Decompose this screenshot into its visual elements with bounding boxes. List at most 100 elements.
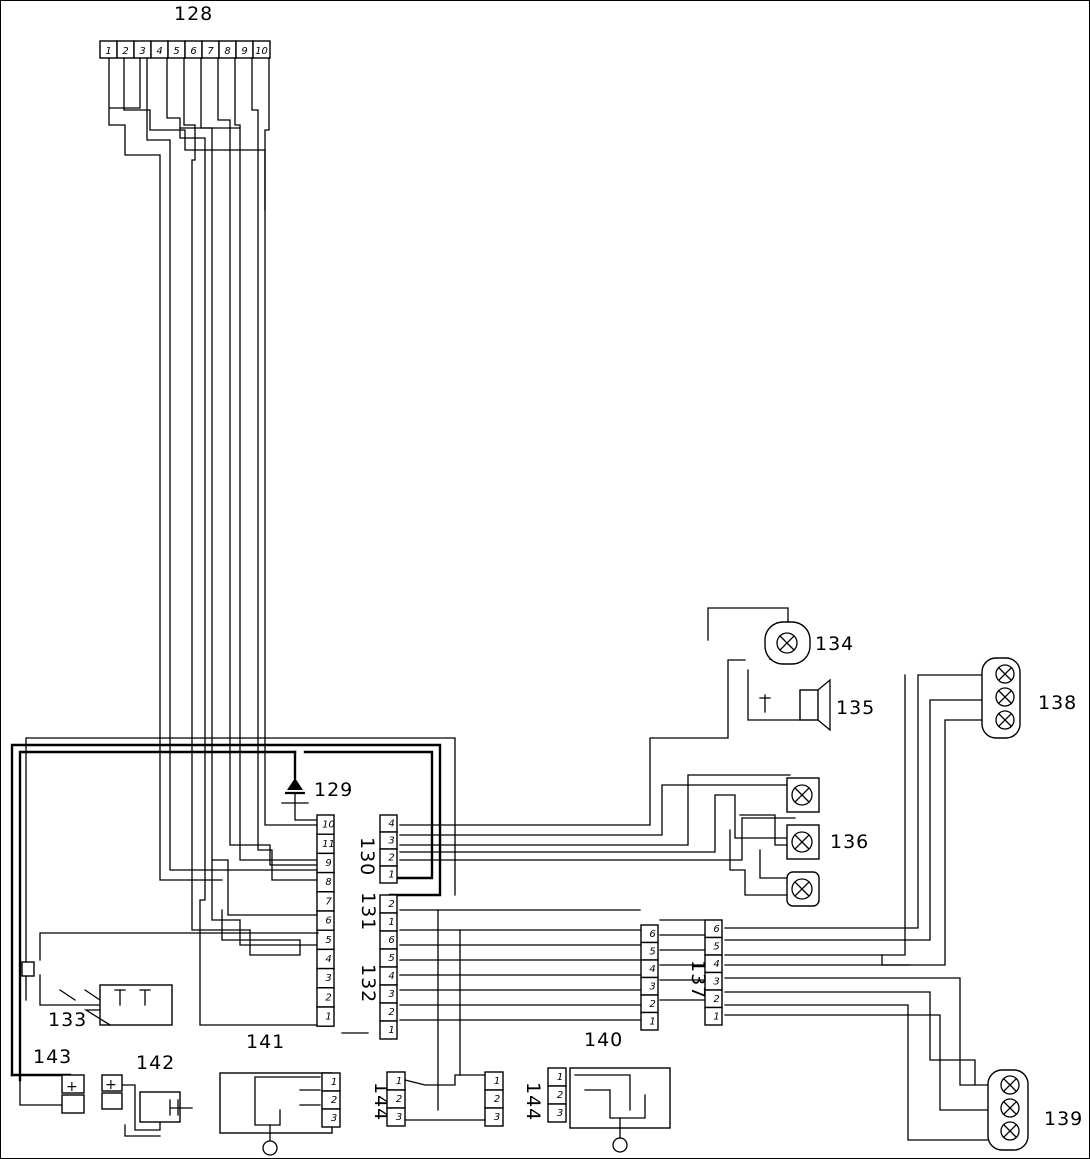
- connector-131-pin-label: 10: [322, 820, 335, 831]
- connector-131-pin-label: 9: [325, 858, 331, 869]
- connector-137a-pin-label: 6: [649, 929, 655, 940]
- connector-128-pin-label: 1: [105, 46, 111, 57]
- connector-128-pin-box: [252, 40, 271, 59]
- connector-130-pin-label: 3: [388, 836, 394, 847]
- label-129: 129: [314, 779, 353, 801]
- connector-144c-pin-label: 2: [494, 1094, 500, 1105]
- connector-128-pin-label: 10: [255, 46, 268, 57]
- connector-144d-pin-label: 1: [557, 1072, 563, 1083]
- connector-128-pin-label: 9: [241, 46, 247, 57]
- label-133: 133: [48, 1009, 87, 1031]
- connector-137b-pin-label: 5: [713, 941, 719, 952]
- connector-132-pin-box: [379, 1020, 398, 1040]
- connector-132-pin-label: 2: [388, 1007, 394, 1018]
- battery-sign-143: +: [66, 1079, 79, 1095]
- connector-144d-pin-label: 3: [557, 1108, 563, 1119]
- connector-131-pin-label: 1: [325, 1012, 331, 1023]
- wires-132-137: [399, 909, 706, 1021]
- connector-137b-pin-box: [704, 1006, 723, 1026]
- connector-144b-pin-label: 1: [396, 1076, 402, 1087]
- connector-144a-pin-box: [321, 1108, 341, 1128]
- lamp-138-bulb-cross: [998, 690, 1012, 704]
- connector-137a-pin-label: 5: [649, 946, 655, 957]
- connector-131-pin-label: 7: [325, 896, 332, 907]
- lamp-138-bulb-cross: [998, 667, 1012, 681]
- connector-137b-pin-label: 1: [713, 1011, 719, 1022]
- connector-132-pin-label: 1: [388, 1025, 394, 1036]
- lamp-134: 134: [764, 621, 854, 665]
- diode-129: 129: [281, 778, 353, 821]
- label-136: 136: [830, 831, 869, 853]
- connector-144c-pin-box: [484, 1107, 504, 1127]
- label-141: 141: [246, 1031, 285, 1053]
- connector-132-pin-label: 1: [388, 917, 394, 928]
- label-140: 140: [584, 1029, 623, 1051]
- connector-132-pin-label: 3: [388, 989, 394, 1000]
- label-135: 135: [836, 697, 875, 719]
- connector-137a-pin-label: 4: [649, 964, 655, 975]
- component-144-right: 1 2 3: [547, 1067, 671, 1153]
- lamp-138-bulb-cross: [998, 713, 1012, 727]
- connector-144a-pin-label: 1: [331, 1077, 337, 1088]
- lamps-139: 139: [987, 1069, 1083, 1151]
- connector-132-pin-label: 2: [388, 899, 394, 910]
- connector-144d-pin-label: 2: [557, 1090, 563, 1101]
- lamp-139-bulb-cross: [1003, 1124, 1017, 1138]
- connector-137a-pin-label: 2: [649, 999, 655, 1010]
- lamp-139-bulb-cross: [1003, 1078, 1017, 1092]
- connector-137b-pin-label: 3: [713, 976, 719, 987]
- label-132: 132: [357, 964, 379, 1003]
- connector-128-pin-label: 4: [156, 46, 162, 57]
- label-139: 139: [1044, 1108, 1083, 1130]
- label-137: 137: [687, 960, 709, 999]
- connector-144b-pin-box: [386, 1107, 406, 1127]
- battery-sign-142: +: [105, 1077, 118, 1093]
- fuse-133: [21, 961, 35, 977]
- connector-132-pin-label: 5: [388, 953, 394, 964]
- connector-128-pin-label: 2: [122, 46, 128, 57]
- connector-137b-pin-label: 4: [713, 959, 719, 970]
- connector-144d-pin-box: [547, 1103, 567, 1123]
- label-142: 142: [136, 1052, 175, 1074]
- connector-131-pin-label: 8: [325, 877, 331, 888]
- lamps-138: 138: [981, 657, 1077, 739]
- connector-144b-pin-label: 3: [396, 1112, 402, 1123]
- label-130: 130: [356, 837, 378, 876]
- label-138: 138: [1038, 692, 1077, 714]
- horn-135: 135: [759, 678, 875, 732]
- label-131: 131: [357, 892, 379, 931]
- lamp-139-bulb-cross: [1003, 1101, 1017, 1115]
- component-144-left: 123 144: [219, 1072, 392, 1156]
- connector-137a-pin-label: 1: [649, 1016, 655, 1027]
- connector-130-pin-label: 1: [388, 870, 394, 881]
- connector-144b-pin-label: 2: [396, 1094, 402, 1105]
- component-142: + 142: [101, 1052, 193, 1137]
- component-133: 133: [21, 932, 319, 1031]
- lamps-136: 136: [729, 777, 869, 907]
- connector-130-pin-label: 2: [388, 853, 394, 864]
- connector-137a-pin-box: [640, 1011, 659, 1031]
- connector-128-pin-label: 7: [207, 46, 214, 57]
- label-128: 128: [174, 3, 213, 25]
- wire-bundle-128: [108, 57, 319, 1026]
- label-144-b: 144: [522, 1082, 544, 1121]
- connector-128-pin-label: 8: [224, 46, 230, 57]
- connector-128-pin-label: 6: [190, 46, 196, 57]
- connector-131-pin-label: 2: [325, 992, 331, 1003]
- wires-to-134-136: [399, 607, 801, 861]
- connector-131-pin-label: 6: [325, 916, 331, 927]
- connector-131-pin-label: 11: [322, 839, 335, 850]
- connector-144c-pin-label: 3: [494, 1112, 500, 1123]
- connector-144a-pin-label: 3: [331, 1113, 337, 1124]
- label-134: 134: [815, 633, 854, 655]
- connector-130-pin-box: [379, 865, 398, 884]
- label-143: 143: [33, 1046, 72, 1068]
- connector-132-pin-label: 6: [388, 935, 394, 946]
- harness-loops: [10, 737, 456, 1106]
- connector-131-pin-label: 5: [325, 935, 331, 946]
